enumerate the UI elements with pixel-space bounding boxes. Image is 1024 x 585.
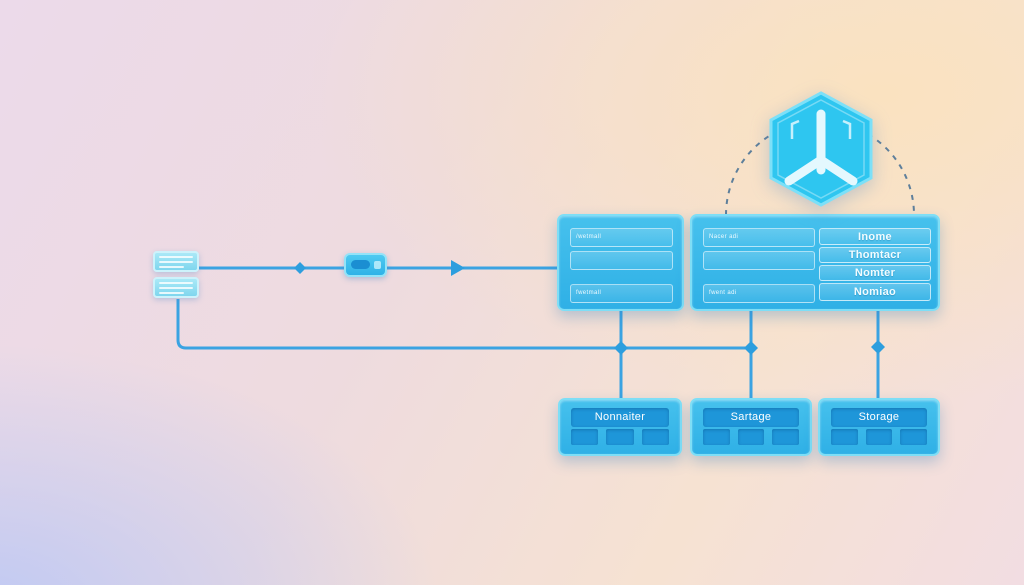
text-line <box>159 282 193 284</box>
junction-diamond-icon <box>871 340 885 354</box>
connector-port-icon <box>374 261 381 269</box>
controller-row-2[interactable] <box>703 251 815 270</box>
text-line <box>159 292 185 294</box>
slot-row <box>571 429 669 445</box>
storage-node-2[interactable]: Sartage <box>690 398 812 456</box>
gateway-node[interactable]: /wetmall fwetmall <box>557 214 684 311</box>
inline-connector-node[interactable] <box>344 253 387 277</box>
left-card-2[interactable] <box>153 277 199 298</box>
controller-menu-item-4[interactable]: Nomiao <box>819 283 931 301</box>
slot-block <box>772 429 800 445</box>
gateway-row-1[interactable]: /wetmall <box>570 228 673 247</box>
controller-menu-item-1[interactable]: Inome <box>819 228 931 245</box>
junction-diamond-icon <box>294 262 306 274</box>
junction-diamond-icon <box>744 341 758 355</box>
turbine-icon <box>769 91 873 207</box>
junction-diamond-icon <box>614 341 628 355</box>
flow-arrow-icon <box>451 260 465 276</box>
text-line <box>159 266 185 268</box>
connector-pill-icon <box>351 260 370 269</box>
slot-row <box>831 429 928 445</box>
storage-node-label: Nonnaiter <box>571 408 669 427</box>
storage-node-3[interactable]: Storage <box>818 398 940 456</box>
text-line <box>159 287 193 289</box>
slot-block <box>831 429 858 445</box>
controller-row-3[interactable]: fwent adi <box>703 284 815 303</box>
left-card-1[interactable] <box>153 251 199 272</box>
slot-block <box>900 429 928 445</box>
slot-block <box>641 429 669 445</box>
slot-row <box>703 429 800 445</box>
controller-node[interactable]: Nacer adi fwent adi Inome Thomtacr Nomte… <box>690 214 940 311</box>
text-line <box>159 256 193 258</box>
hexagon-node[interactable] <box>765 90 877 208</box>
storage-node-label: Sartage <box>703 408 799 427</box>
storage-node-label: Storage <box>831 408 927 427</box>
controller-row-1[interactable]: Nacer adi <box>703 228 815 247</box>
gateway-row-2[interactable] <box>570 251 673 270</box>
controller-menu-item-2[interactable]: Thomtacr <box>819 247 931 263</box>
storage-node-1[interactable]: Nonnaiter <box>558 398 682 456</box>
controller-menu-item-3[interactable]: Nomter <box>819 265 931 281</box>
slot-block <box>703 429 730 445</box>
slot-block <box>737 429 765 445</box>
slot-block <box>571 429 599 445</box>
slot-block <box>606 429 634 445</box>
slot-block <box>865 429 893 445</box>
text-line <box>159 261 193 263</box>
gateway-row-3[interactable]: fwetmall <box>570 284 673 303</box>
flow-line-bus <box>176 299 751 350</box>
